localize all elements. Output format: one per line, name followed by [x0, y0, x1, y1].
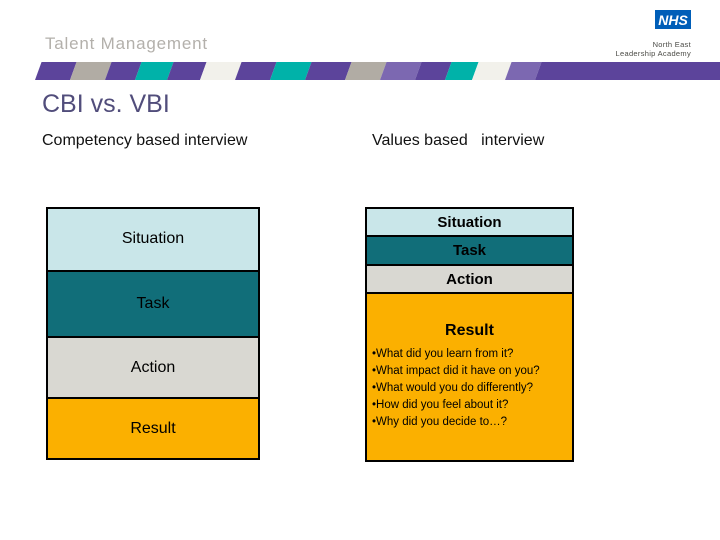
cbi-star-box: Situation Task Action Result — [46, 207, 260, 460]
nhs-logo: NHS — [655, 10, 691, 29]
cbi-situation-label: Situation — [121, 230, 185, 248]
cbi-situation-band: Situation — [48, 209, 258, 270]
result-bullet-item: •Why did you decide to…? — [372, 416, 508, 428]
result-bullet-item: •How did you feel about it? — [372, 399, 509, 411]
vbi-result-label: Result — [445, 322, 494, 339]
vbi-situation-band: Situation — [367, 209, 572, 235]
vbi-action-label: Action — [446, 270, 493, 288]
vbi-star-box: Situation Task Action Result •What did y… — [365, 207, 574, 462]
result-bullet-list: •What did you learn from it? •What impact… — [367, 346, 572, 431]
banner-segment — [305, 62, 352, 80]
cbi-result-label: Result — [130, 419, 176, 437]
vbi-task-band: Task — [367, 235, 572, 264]
cbi-action-label: Action — [130, 358, 176, 376]
organization-name: North East Leadership Academy — [616, 40, 691, 58]
brand-banner-stripe — [35, 62, 720, 80]
cbi-task-label: Task — [136, 294, 170, 312]
cbi-task-band: Task — [48, 269, 258, 336]
organization-line-2: Leadership Academy — [615, 49, 691, 58]
right-column-heading: Values based interview — [372, 132, 545, 149]
program-title: Talent Management — [45, 34, 208, 53]
result-bullet-item: •What would you do differently? — [372, 382, 534, 394]
vbi-task-label: Task — [452, 242, 487, 259]
result-bullet-item: •What did you learn from it? — [372, 348, 514, 360]
cbi-result-band: Result — [48, 397, 258, 459]
nhs-logo-text: NHS — [658, 11, 688, 28]
slide-title: CBI vs. VBI — [42, 90, 170, 118]
result-bullet-item: •What impact did it have on you? — [372, 365, 540, 377]
vbi-result-band: Result •What did you learn from it?•What… — [367, 292, 572, 460]
organization-line-1: North East — [652, 40, 691, 49]
left-column-heading: Competency based interview — [42, 132, 248, 149]
vbi-action-band: Action — [367, 264, 572, 292]
cbi-action-band: Action — [48, 335, 258, 398]
banner-segment — [535, 62, 720, 80]
banner-stripe-row — [35, 62, 720, 80]
vbi-situation-label: Situation — [437, 213, 502, 231]
